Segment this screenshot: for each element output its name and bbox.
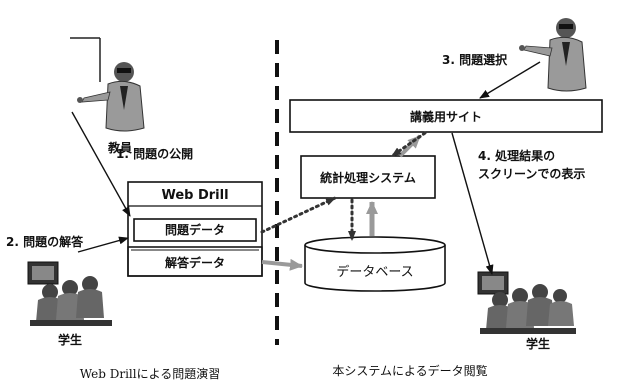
step1-label: 1. 問題の公開 (116, 147, 193, 161)
step3-arrow (479, 61, 541, 99)
teacher-left-label: 教員 (107, 140, 132, 155)
lecture-site-label: 講義用サイト (410, 109, 482, 124)
students-right-figure (477, 271, 576, 334)
caption-right: 本システムによるデータ閲覧 (332, 363, 487, 378)
problem-to-stats-dotted-arrow (260, 196, 337, 234)
students-left-figure (27, 261, 112, 326)
step4-label-line2: スクリーンでの表示 (478, 166, 585, 181)
student-left-label: 学生 (58, 332, 82, 347)
step2-arrow (77, 236, 129, 253)
step4-arrow (451, 132, 494, 275)
step2-label: 2. 問題の解答 (6, 234, 84, 249)
answer-to-db-arrow (261, 258, 303, 271)
teacher-left-figure (70, 37, 145, 132)
web-drill-title: Web Drill (161, 188, 228, 203)
problem-data-box (133, 218, 257, 242)
database-cylinder (304, 236, 446, 292)
problem-data-label: 問題データ (165, 222, 225, 237)
student-right-label: 学生 (526, 336, 550, 351)
stats-to-site-arrow (398, 134, 422, 158)
teacher-right-figure (519, 18, 587, 92)
step1-arrow (71, 111, 131, 217)
database-label: データベース (336, 264, 413, 280)
caption-left: Web Drillによる問題演習 (80, 366, 220, 381)
step3-label: 3. 問題選択 (442, 52, 508, 67)
answer-data-box (127, 246, 263, 277)
lecture-site-box (289, 99, 603, 133)
stats-system-label: 統計処理システム (320, 170, 416, 185)
stats-system-box (300, 155, 436, 199)
site-to-stats-dotted-arrow (390, 131, 427, 158)
answer-data-label: 解答データ (165, 255, 225, 270)
step4-label-line1: 4. 処理結果の (478, 148, 555, 163)
